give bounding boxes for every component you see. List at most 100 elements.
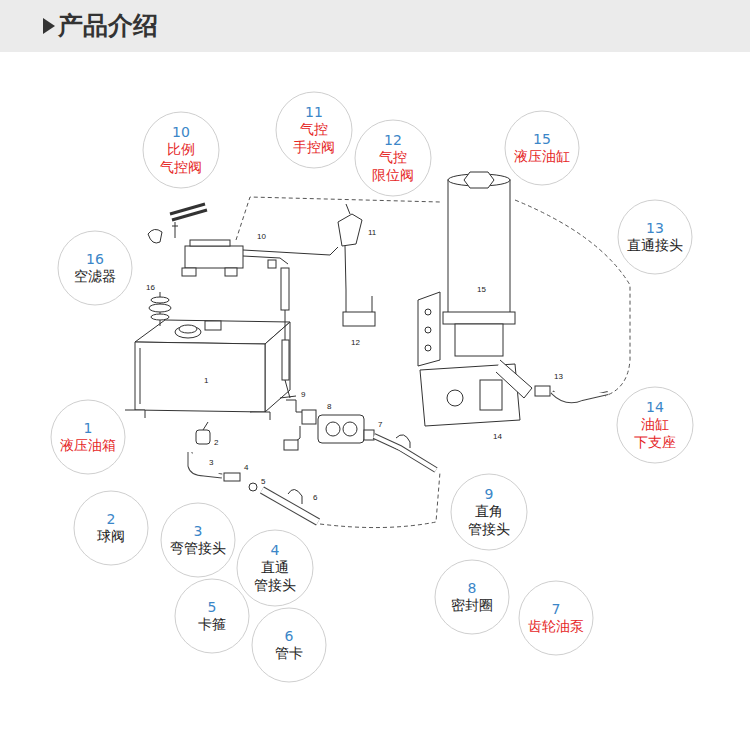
callout-circle: 12气控 限位阀	[354, 119, 432, 197]
part-name: 直通 管接头	[253, 559, 298, 594]
suction-line	[262, 490, 318, 522]
fitting-hose	[535, 386, 550, 396]
part-name: 液压油箱	[60, 437, 116, 455]
part-number: 14	[646, 399, 664, 417]
gear-pump	[302, 410, 316, 424]
circle-outline	[355, 120, 431, 196]
oil-tank	[135, 342, 265, 412]
circle-outline	[276, 92, 352, 168]
callout-circle: 1液压油箱	[50, 399, 126, 475]
part-name: 密封圈	[451, 597, 493, 615]
part-number: 15	[533, 131, 551, 149]
hand-valve	[338, 204, 375, 326]
part-name: 齿轮油泵	[528, 618, 584, 636]
callout-circle: 14油缸 下支座	[616, 386, 694, 464]
hand-valve	[372, 296, 373, 312]
hose	[285, 380, 290, 398]
callout-circle: 5卡箍	[174, 578, 250, 654]
callout-circle: 10比例 气控阀	[142, 111, 220, 189]
control-valve	[148, 229, 162, 243]
circle-outline	[51, 400, 125, 474]
hydraulic-cylinder	[425, 327, 431, 333]
callout-number: 7	[377, 420, 383, 429]
part-number: 16	[86, 251, 104, 269]
circle-outline	[175, 579, 249, 653]
suction-line	[203, 422, 208, 430]
callout-content: 1液压油箱	[60, 420, 116, 455]
control-valve	[172, 222, 178, 238]
hand-valve	[338, 214, 362, 246]
oil-tank	[205, 321, 221, 330]
callout-circle: 9直角 管接头	[450, 473, 528, 551]
callout-number: 12	[350, 338, 361, 347]
hydraulic-cylinder	[418, 172, 515, 366]
callout-circle: 11气控 手控阀	[275, 91, 353, 169]
hand-valve	[346, 290, 347, 312]
part-name: 球阀	[97, 528, 125, 546]
oil-tank	[179, 325, 197, 333]
callout-content: 7齿轮油泵	[528, 601, 584, 636]
callout-content: 15液压油缸	[514, 131, 570, 166]
callout-circle: 7齿轮油泵	[518, 580, 594, 656]
part-number: 13	[646, 220, 664, 238]
callout-circle: 2球阀	[73, 490, 149, 566]
air-filter	[151, 314, 169, 320]
control-valve	[170, 204, 207, 220]
control-valve	[243, 256, 288, 264]
callout-content: 11气控 手控阀	[292, 104, 337, 157]
callout-circle: 13直通接头	[617, 199, 693, 275]
callout-content: 9直角 管接头	[467, 486, 512, 539]
lower-mount	[480, 380, 502, 410]
suction-line	[224, 473, 240, 481]
fitting-hose	[535, 386, 608, 401]
callout-circle: 8密封圈	[434, 559, 510, 635]
dashed-hose	[236, 197, 440, 240]
part-number: 3	[194, 523, 203, 541]
part-number: 10	[172, 124, 190, 142]
hand-valve	[345, 246, 346, 290]
part-number: 5	[208, 599, 217, 617]
suction-line	[196, 430, 210, 444]
callout-number: 11	[367, 228, 377, 237]
suction-line	[249, 483, 257, 491]
circle-outline	[58, 231, 132, 305]
circle-outline	[519, 581, 593, 655]
callout-circle: 15液压油缸	[504, 110, 580, 186]
suction-line	[262, 490, 318, 522]
part-name: 比例 气控阀	[159, 141, 204, 176]
air-filter	[149, 292, 171, 326]
suction-line	[190, 452, 222, 476]
air-filter	[151, 297, 169, 303]
oil-tank	[135, 320, 290, 344]
lower-mount	[496, 360, 532, 398]
hand-valve	[343, 312, 375, 326]
circle-outline	[435, 560, 509, 634]
callout-number: 4	[243, 463, 249, 472]
control-valve	[148, 204, 338, 276]
part-number: 9	[485, 486, 494, 504]
callout-number: 9	[300, 390, 306, 399]
callout-circle: 6管卡	[251, 607, 327, 683]
callout-circle: 4直通 管接头	[236, 529, 314, 607]
circle-outline	[505, 111, 579, 185]
part-name: 弯管接头	[170, 540, 226, 558]
callout-number: 13	[553, 372, 564, 381]
control-valve	[185, 246, 243, 268]
circle-outline	[451, 474, 527, 550]
callout-content: 10比例 气控阀	[159, 124, 204, 177]
hydraulic-cylinder	[425, 309, 431, 315]
header-triangle	[42, 17, 56, 35]
part-name: 气控 限位阀	[371, 149, 416, 184]
fitting-hose	[552, 392, 608, 401]
part-name: 管卡	[275, 645, 303, 663]
circle-outline	[143, 112, 219, 188]
part-number: 4	[271, 542, 280, 560]
gear-pump	[318, 415, 364, 443]
part-number: 11	[305, 104, 323, 122]
gear-pump	[343, 422, 357, 436]
hose	[281, 268, 289, 310]
gear-pump	[364, 430, 374, 440]
gear-pump	[286, 400, 304, 412]
callout-circle: 3弯管接头	[160, 502, 236, 578]
